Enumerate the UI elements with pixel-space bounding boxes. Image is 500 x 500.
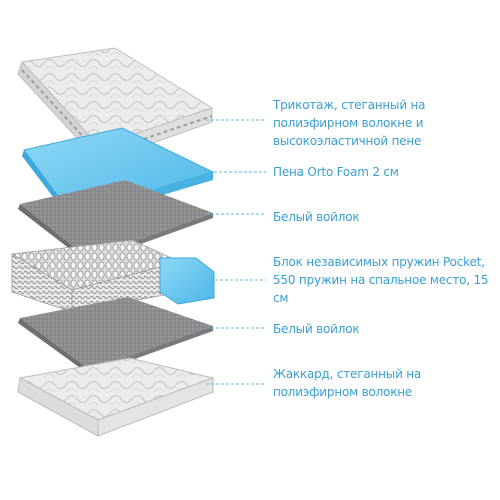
label-foam: Пена Orto Foam 2 см — [273, 165, 399, 179]
label-knit-top: Трикотаж, стеганный на полиэфирном волок… — [273, 98, 426, 148]
label-felt-1: Белый войлок — [273, 210, 360, 224]
label-springs: Блок независимых пружин Pocket, 550 пруж… — [273, 255, 489, 305]
label-felt-2: Белый войлок — [273, 322, 360, 336]
label-jacquard-bottom: Жаккард, стеганный на полиэфирном волокн… — [273, 367, 422, 399]
layer-springs — [10, 239, 215, 313]
layer-jacquard-bottom — [17, 357, 215, 437]
